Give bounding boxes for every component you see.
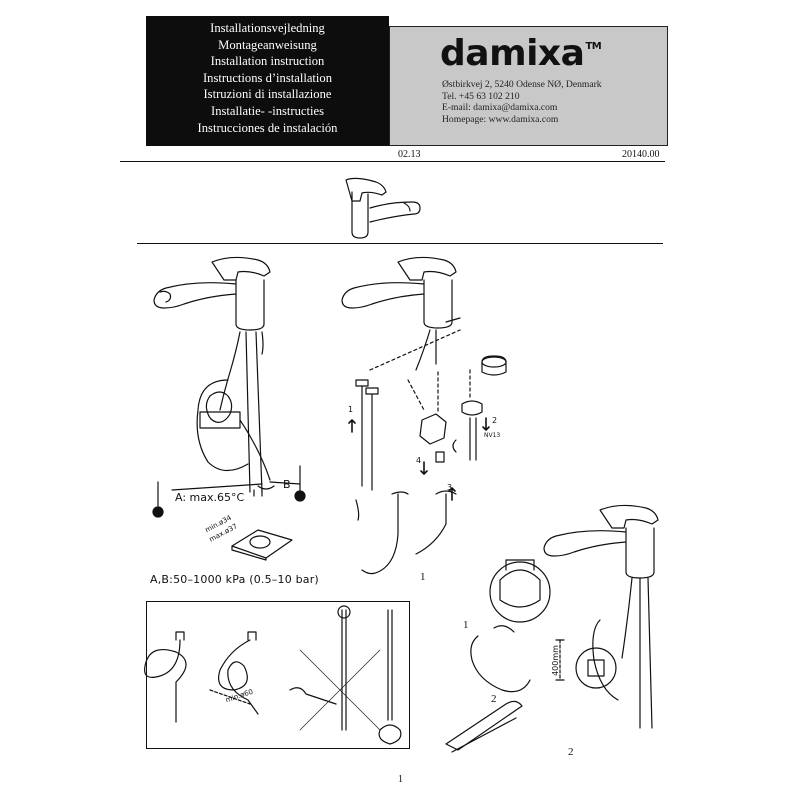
step-1-label: 1 — [348, 405, 354, 414]
bend-radius-label: min.ø60 — [224, 687, 255, 705]
figure-2-caption: 2 — [568, 746, 574, 758]
title-danish: Installationsvejledning — [210, 21, 325, 35]
hose-length-label: 400mm — [550, 645, 560, 676]
page-number: 1 — [398, 774, 403, 785]
figure-2-step-1: 1 — [463, 619, 469, 631]
faucet-right — [445, 504, 659, 753]
title-dutch: Installatie- -instructies — [211, 103, 324, 118]
max-temperature-label: A: max.65°C — [175, 491, 245, 504]
faucet-left — [152, 256, 306, 561]
pressure-range: A,B:50–1000 kPa (0.5–10 bar) — [150, 573, 319, 586]
address: Østbirkvej 2, 5240 Odense NØ, Denmark — [442, 79, 602, 90]
nut-size-label: NV13 — [484, 432, 501, 439]
step-3-label: 3 — [447, 483, 453, 492]
language-title-block: Installationsvejledning Montageanweisung… — [146, 16, 389, 146]
revision-date: 02.13 — [398, 149, 421, 160]
phone: Tel. +45 63 102 210 — [442, 90, 520, 102]
figure-2-step-2: 2 — [491, 693, 497, 705]
hose-guide-box: min.ø60 — [146, 601, 410, 749]
brand-name: damixa — [440, 33, 585, 74]
trademark: TM — [585, 41, 602, 52]
faucet-exploded — [341, 256, 507, 575]
contact-info: Østbirkvej 2, 5240 Odense NØ, Denmark Te… — [442, 79, 602, 125]
email[interactable]: E-mail: damixa@damixa.com — [442, 102, 558, 113]
figure-1-caption: 1 — [420, 571, 426, 583]
title-english: Installation instruction — [210, 54, 325, 69]
title-italian: Istruzioni di installazione — [203, 87, 332, 102]
damixa-logo: damixaTM — [440, 33, 602, 74]
title-german: Montageanweisung — [218, 37, 317, 52]
faucet-thumbnail — [345, 177, 421, 239]
document-number: 20140.00 — [622, 149, 660, 160]
supply-b-label: B — [283, 478, 291, 491]
homepage[interactable]: Homepage: www.damixa.com — [442, 113, 559, 125]
hose-bending-guide — [144, 605, 402, 745]
brand-panel: damixaTM Østbirkvej 2, 5240 Odense NØ, D… — [389, 26, 668, 146]
title-french: Instructions d’installation — [202, 70, 333, 85]
step-2-label: 2 — [492, 416, 498, 425]
title-spanish: Instrucciones de instalación — [197, 120, 338, 135]
header-divider — [120, 161, 665, 162]
step-4-label: 4 — [416, 456, 422, 465]
section-divider — [137, 243, 663, 244]
